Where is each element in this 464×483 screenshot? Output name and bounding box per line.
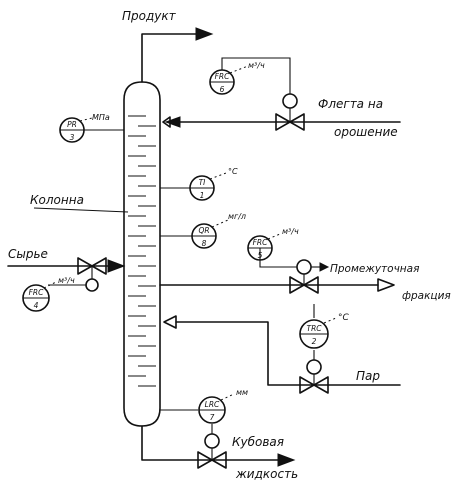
instrument-ti-1: TI 1 °С xyxy=(160,167,238,201)
intermediate-line: Промежуточная фракция xyxy=(159,248,451,302)
instrument-unit: МПа xyxy=(92,113,110,122)
column-trays xyxy=(128,115,156,387)
feed-label: Сырье xyxy=(8,247,48,261)
instrument-tag: TI xyxy=(199,178,207,187)
instrument-number: 4 xyxy=(34,301,39,310)
instrument-tag: TRC xyxy=(306,324,322,333)
instrument-unit: м³/ч xyxy=(248,61,265,70)
instrument-tag: LRC xyxy=(205,400,220,409)
feed-valve xyxy=(77,257,107,275)
reflux-label-1: Флегта на xyxy=(318,97,383,111)
instrument-frc-5: FRC 5 м³/ч xyxy=(247,227,299,261)
product-label: Продукт xyxy=(122,9,177,23)
bottoms-actuator xyxy=(204,433,220,449)
instrument-number: 7 xyxy=(210,413,215,422)
instrument-unit: °С xyxy=(228,167,238,176)
distillation-column xyxy=(123,81,161,427)
instrument-unit: °С xyxy=(338,313,350,323)
instrument-number: 6 xyxy=(220,85,225,94)
intermediate-actuator xyxy=(296,259,312,275)
intermediate-label-2: фракция xyxy=(402,290,451,302)
intermediate-valve xyxy=(289,276,319,294)
instrument-frc-4: FRC 4 м³/ч xyxy=(22,276,75,312)
instrument-tag: QR xyxy=(198,226,209,235)
instrument-lrc-7: LRC 7 мм xyxy=(198,388,248,424)
instrument-tag: PR xyxy=(67,120,77,129)
instrument-unit: м³/ч xyxy=(58,276,75,285)
instrument-unit: мг/л xyxy=(228,212,246,221)
instrument-unit: мм xyxy=(236,388,248,397)
instrument-qr-8: QR 8 мг/л xyxy=(160,212,246,249)
instrument-tag: FRC xyxy=(29,288,45,297)
reflux-label-2: орошение xyxy=(334,125,398,139)
reflux-valve xyxy=(275,113,305,131)
column-label-group: Колонна xyxy=(30,193,129,213)
instrument-pr-3: PR 3 МПа xyxy=(59,113,124,143)
reflux-line: Флегта на орошение xyxy=(162,57,401,139)
instrument-number: 8 xyxy=(202,239,207,248)
instrument-number: 5 xyxy=(258,251,263,260)
feed-line: Сырье xyxy=(7,247,126,292)
bottoms-label-1: Кубовая xyxy=(232,435,284,449)
feed-actuator xyxy=(85,278,99,292)
bottoms-label-2: жидкость xyxy=(235,467,298,481)
instrument-number: 2 xyxy=(312,337,317,346)
steam-valve xyxy=(299,376,329,394)
bottoms-valve xyxy=(197,451,227,469)
instrument-unit: м³/ч xyxy=(282,227,299,236)
steam-actuator xyxy=(306,359,322,375)
reflux-actuator xyxy=(282,93,298,109)
column-label: Колонна xyxy=(30,193,84,207)
instrument-trc-2: TRC 2 °С xyxy=(299,313,350,349)
intermediate-label-1: Промежуточная xyxy=(330,263,419,275)
instrument-tag: FRC xyxy=(253,238,269,247)
instrument-number: 1 xyxy=(200,191,205,200)
instrument-frc-6: FRC 6 м³/ч xyxy=(209,61,265,95)
steam-label: Пар xyxy=(356,369,380,383)
instrument-tag: FRC xyxy=(215,72,231,81)
instrument-number: 3 xyxy=(70,133,75,142)
product-line: Продукт xyxy=(122,9,214,83)
steam-line: Пар xyxy=(163,304,401,394)
bottoms-line: Кубовая жидкость xyxy=(141,409,298,481)
